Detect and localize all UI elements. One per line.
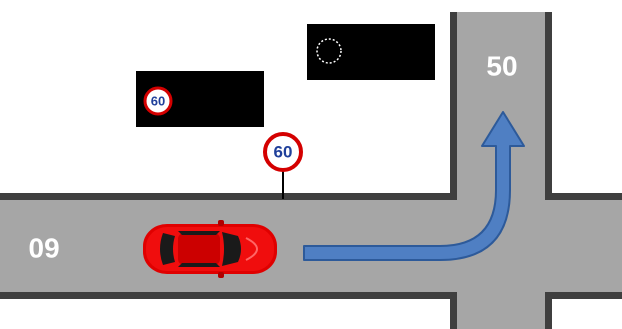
main-road-label: 60 <box>28 233 59 264</box>
sign-panel-left: 60 <box>136 71 264 127</box>
branch-road-label: 50 <box>486 50 517 81</box>
speed-limit-sign: 60 <box>263 132 303 199</box>
turn-left-up-arrow-icon <box>303 111 525 261</box>
speed-limit-sign-icon <box>263 132 303 172</box>
empty-dotted-circle-icon <box>316 38 342 64</box>
panel-speed-value: 60 <box>151 93 165 108</box>
sign-panel-right <box>307 24 435 80</box>
red-car-top-view-icon <box>143 220 277 278</box>
speed-limit-value: 60 <box>274 142 293 161</box>
